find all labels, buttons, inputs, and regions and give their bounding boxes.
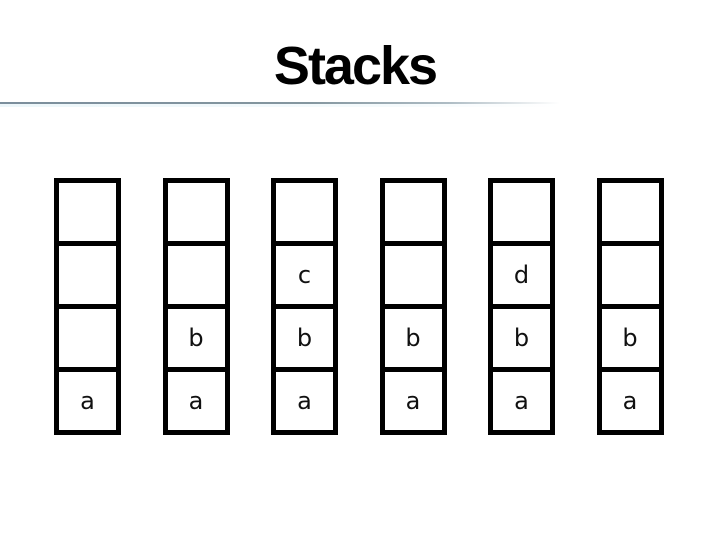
- cell-letter: a: [622, 387, 638, 415]
- title-divider: [0, 102, 560, 104]
- stack-3: c b a: [271, 178, 338, 435]
- stack-cell: b: [271, 304, 338, 372]
- stack-cell: b: [379, 304, 447, 372]
- cell-letter: b: [513, 324, 530, 352]
- cell-letter: a: [80, 387, 95, 415]
- stack-cell: d: [488, 241, 555, 309]
- cell-letter: b: [622, 324, 638, 352]
- stack-cell: [596, 241, 664, 309]
- cell-letter: a: [405, 387, 421, 415]
- cell-letter: b: [405, 324, 421, 352]
- cell-letter: d: [513, 261, 530, 289]
- stack-cell: a: [596, 367, 664, 435]
- stack-6: b a: [596, 178, 664, 435]
- stack-1: a: [54, 178, 121, 435]
- stack-cell: [488, 178, 555, 246]
- stack-cell: b: [488, 304, 555, 372]
- cell-letter: b: [188, 324, 204, 352]
- stack-cell: a: [271, 367, 338, 435]
- cell-letter: a: [297, 387, 312, 415]
- stack-4: b a: [379, 178, 447, 435]
- stack-5: d b a: [488, 178, 555, 435]
- stack-cell: [596, 178, 664, 246]
- stack-cell: a: [54, 367, 121, 435]
- stack-cell: [54, 241, 121, 309]
- stack-cell: [162, 241, 230, 309]
- stack-cell: b: [162, 304, 230, 372]
- stack-2: b a: [162, 178, 230, 435]
- cell-letter: a: [188, 387, 204, 415]
- stack-cell: a: [488, 367, 555, 435]
- stack-cell: a: [379, 367, 447, 435]
- title-divider-glow: [0, 104, 560, 107]
- stack-cell: a: [162, 367, 230, 435]
- stack-cell: [379, 178, 447, 246]
- slide-title: Stacks: [273, 36, 438, 96]
- cell-letter: a: [514, 387, 529, 415]
- stack-cell: c: [271, 241, 338, 309]
- stack-cell: [54, 304, 121, 372]
- stack-cell: b: [596, 304, 664, 372]
- stacks-diagram: a b a c b a b a d b a b: [54, 178, 664, 435]
- stack-cell: [271, 178, 338, 246]
- stack-cell: [379, 241, 447, 309]
- cell-letter: b: [296, 324, 313, 352]
- stack-cell: [54, 178, 121, 246]
- cell-letter: c: [297, 261, 312, 289]
- stack-cell: [162, 178, 230, 246]
